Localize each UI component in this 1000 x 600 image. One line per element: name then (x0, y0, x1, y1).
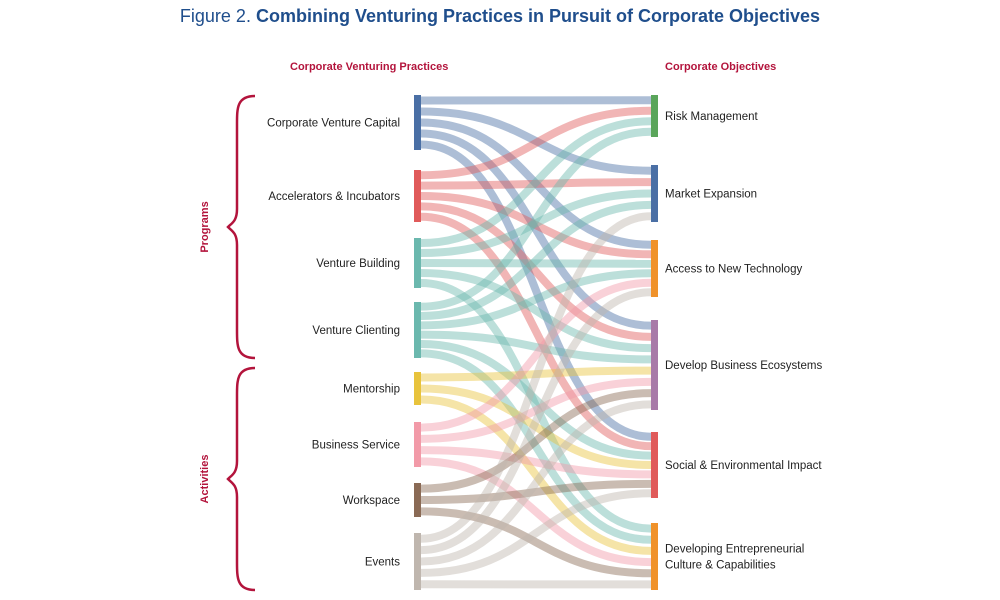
link-business-service-to-develop-business-ecosystems (420, 377, 652, 443)
target-label-access-to-new-technology: Access to New Technology (665, 264, 802, 276)
link-corporate-venture-capital-to-social-and-environmental-impact (420, 140, 652, 441)
link-corporate-venture-capital-to-develop-business-ecosystems (420, 129, 652, 330)
link-venture-building-to-access-to-new-technology (420, 259, 652, 268)
target-label-develop-business-ecosystems: Develop Business Ecosystems (665, 360, 822, 372)
link-workspace-to-develop-business-ecosystems (420, 389, 652, 493)
link-accelerators-and-incubators-to-social-and-environmental-impact (420, 212, 652, 451)
link-mentorship-to-develop-business-ecosystems (420, 366, 652, 382)
source-node-events (414, 533, 421, 590)
source-label-accelerators-and-incubators: Accelerators & Incubators (268, 191, 400, 203)
target-label-social-and-environmental-impact: Social & Environmental Impact (665, 460, 822, 472)
figure-title: Figure 2. Combining Venturing Practices … (0, 6, 1000, 27)
link-business-service-to-access-to-new-technology (420, 278, 652, 432)
link-venture-building-to-develop-business-ecosystems (420, 269, 652, 353)
bracket-programs (226, 94, 256, 360)
figure-title-main: Combining Venturing Practices in Pursuit… (255, 6, 821, 26)
link-venture-clienting-to-risk-management (420, 127, 652, 311)
source-node-workspace (414, 483, 421, 517)
source-node-venture-building (414, 238, 421, 288)
link-accelerators-and-incubators-to-develop-business-ecosystems (420, 202, 652, 341)
link-workspace-to-developing-entrepreneurial-culture-and-capabilities (420, 507, 652, 578)
link-accelerators-and-incubators-to-market-expansion (420, 178, 652, 190)
nodes-layer (414, 95, 658, 590)
target-node-risk-management (651, 95, 658, 137)
link-business-service-to-social-and-environmental-impact (420, 446, 652, 479)
link-corporate-venture-capital-to-access-to-new-technology (420, 118, 652, 249)
left-column-header: Corporate Venturing Practices (290, 61, 448, 73)
link-venture-building-to-market-expansion (420, 189, 652, 257)
link-events-to-social-and-environmental-impact (420, 489, 652, 577)
source-node-mentorship (414, 372, 421, 405)
source-label-workspace: Workspace (343, 495, 400, 507)
group-label-activities: Activities (199, 455, 211, 504)
bracket-activities (226, 366, 256, 592)
link-venture-building-to-risk-management (420, 117, 652, 247)
link-venture-clienting-to-developing-entrepreneurial-culture-and-capabilities (420, 349, 652, 544)
link-venture-building-to-developing-entrepreneurial-culture-and-capabilities (420, 279, 652, 533)
link-business-service-to-developing-entrepreneurial-culture-and-capabilities (420, 457, 652, 567)
right-column-header: Corporate Objectives (665, 61, 776, 73)
source-node-corporate-venture-capital (414, 95, 421, 150)
source-node-accelerators-and-incubators (414, 170, 421, 222)
link-venture-clienting-to-develop-business-ecosystems (420, 330, 652, 364)
target-node-market-expansion (651, 165, 658, 222)
link-venture-clienting-to-social-and-environmental-impact (420, 340, 652, 460)
target-label-developing-entrepreneurial-culture-and-capabilities-line-1: Developing Entrepreneurial (665, 544, 804, 556)
source-label-events: Events (365, 557, 400, 569)
link-events-to-market-expansion (420, 212, 652, 543)
link-workspace-to-social-and-environmental-impact (420, 479, 652, 504)
links-layer (420, 96, 652, 589)
source-label-venture-building: Venture Building (316, 258, 400, 270)
source-node-business-service (414, 422, 421, 467)
target-node-social-and-environmental-impact (651, 432, 658, 498)
link-events-to-access-to-new-technology (420, 288, 652, 555)
source-label-mentorship: Mentorship (343, 384, 400, 396)
link-mentorship-to-developing-entrepreneurial-culture-and-capabilities (420, 395, 652, 555)
figure-title-prefix: Figure 2. (179, 6, 251, 26)
target-node-developing-entrepreneurial-culture-and-capabilities (651, 523, 658, 590)
target-label-risk-management: Risk Management (665, 111, 758, 123)
source-node-venture-clienting (414, 302, 421, 358)
link-venture-clienting-to-market-expansion (420, 200, 652, 320)
target-node-develop-business-ecosystems (651, 320, 658, 410)
link-corporate-venture-capital-to-market-expansion (420, 107, 652, 175)
target-label-market-expansion: Market Expansion (665, 189, 757, 201)
link-mentorship-to-social-and-environmental-impact (420, 384, 652, 469)
source-label-business-service: Business Service (312, 440, 400, 452)
target-node-access-to-new-technology (651, 240, 658, 297)
group-label-programs: Programs (199, 201, 211, 252)
source-label-corporate-venture-capital: Corporate Venture Capital (267, 118, 400, 130)
link-accelerators-and-incubators-to-access-to-new-technology (420, 192, 652, 259)
source-label-venture-clienting: Venture Clienting (312, 325, 400, 337)
target-label-developing-entrepreneurial-culture-and-capabilities-line-2: Culture & Capabilities (665, 560, 776, 572)
link-accelerators-and-incubators-to-risk-management (420, 106, 652, 180)
link-events-to-develop-business-ecosystems (420, 400, 652, 566)
link-venture-clienting-to-access-to-new-technology (420, 269, 652, 330)
